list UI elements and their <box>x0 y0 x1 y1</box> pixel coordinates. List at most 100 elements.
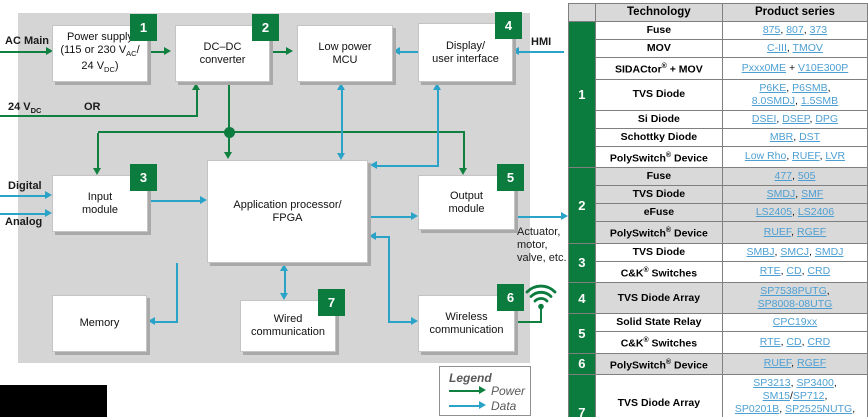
power-line-24v <box>196 90 198 117</box>
product-link[interactable]: SMDJ <box>766 188 796 200</box>
product-link[interactable]: 477 <box>774 170 793 182</box>
product-series-cell: C-III, TMOV <box>721 39 868 58</box>
product-link[interactable]: V10E300P <box>798 61 849 74</box>
technology-cell: MOV <box>594 39 723 58</box>
power-line <box>463 133 465 168</box>
product-link[interactable]: 875 <box>762 24 781 36</box>
arrowhead <box>192 83 200 90</box>
data-line-memory <box>155 321 178 323</box>
product-link[interactable]: CD <box>786 265 802 278</box>
product-link[interactable]: 8.0SMDJ <box>751 94 795 107</box>
arrowhead <box>46 47 53 55</box>
product-link[interactable]: RUEF <box>763 225 792 238</box>
product-link[interactable]: 1.5SMB <box>800 94 839 107</box>
product-series-cell: RTE, CD, CRD <box>721 331 868 354</box>
product-link[interactable]: SMDJ <box>814 245 844 258</box>
product-link[interactable]: TMOV <box>792 42 823 54</box>
product-link[interactable]: 373 <box>809 24 828 36</box>
arrowhead <box>411 212 418 220</box>
product-link[interactable]: RGEF <box>797 225 827 238</box>
group-number-cell: 3 <box>568 242 596 283</box>
product-link[interactable]: CRD <box>807 265 831 278</box>
product-link[interactable]: MBR <box>769 130 794 143</box>
product-series-cell: 477, 505 <box>721 167 868 186</box>
block-label: Display/ user interface <box>432 39 499 65</box>
product-link[interactable]: DSEI <box>751 112 777 125</box>
product-link[interactable]: DPG <box>815 112 839 125</box>
product-link[interactable]: P6SMB <box>792 81 828 94</box>
technology-cell: TVS Diode Array <box>594 374 723 417</box>
arrowhead <box>280 264 288 271</box>
technology-cell: TVS Diode <box>594 185 723 204</box>
wifi-icon <box>525 284 557 310</box>
technology-cell: C&K® Switches <box>594 331 723 354</box>
product-link[interactable]: SP3400 <box>796 377 834 389</box>
product-series-cell: P6KE, P6SMB,8.0SMDJ, 1.5SMB <box>721 78 868 111</box>
label-24vdc: 24 VDC <box>8 101 42 115</box>
product-link[interactable]: SM15 <box>762 390 790 402</box>
product-link[interactable]: RTE <box>759 265 781 278</box>
block-label: Memory <box>79 317 120 329</box>
product-link[interactable]: CRD <box>807 335 831 348</box>
product-link[interactable]: P6KE <box>759 81 787 94</box>
data-line-digital <box>0 195 45 197</box>
block-low-power-mcu: Low power MCU <box>297 25 393 82</box>
data-line-wired <box>284 270 286 294</box>
badge-3: 3 <box>130 164 157 191</box>
product-link[interactable]: Pxxx0ME <box>741 61 787 74</box>
block-dcdc-converter: 2 DC–DC converter <box>175 14 279 82</box>
product-link[interactable]: SP712 <box>792 390 825 402</box>
product-link[interactable]: RUEF <box>763 357 792 370</box>
product-series-cell: SP7538PUTG,SP8008-08UTG <box>721 282 868 314</box>
product-link[interactable]: RUEF <box>792 150 820 163</box>
product-link[interactable]: 505 <box>797 170 816 182</box>
legend-power-arrow <box>449 390 479 392</box>
product-link[interactable]: LS2405 <box>755 206 793 218</box>
product-link[interactable]: SP7538PUTG <box>760 285 827 297</box>
product-link[interactable]: SP0201B <box>734 403 780 415</box>
arrowhead <box>224 152 232 159</box>
product-series-cell: CPC19xx <box>721 313 868 332</box>
product-link[interactable]: CD <box>786 335 802 348</box>
product-link[interactable]: SMBJ <box>746 245 775 258</box>
product-link[interactable]: CPC19xx <box>772 316 818 328</box>
product-link[interactable]: DSEP <box>782 112 810 125</box>
product-link[interactable]: SMF <box>801 188 824 200</box>
product-series-cell: LS2405, LS2406 <box>721 203 868 222</box>
product-link[interactable]: DST <box>799 130 821 143</box>
product-link[interactable]: LVR <box>825 150 846 163</box>
product-link[interactable]: RTE <box>759 335 781 348</box>
product-link[interactable]: SP8008-08UTG <box>757 298 833 310</box>
arrowhead <box>93 168 101 175</box>
product-series-cell: RTE, CD, CRD <box>721 260 868 283</box>
technology-cell: Fuse <box>594 167 723 186</box>
arrowhead <box>479 386 486 394</box>
product-series-cell: SP3213, SP3400, SM15/SP712,SP0201B, SP25… <box>721 374 868 417</box>
group-number-cell: 4 <box>568 282 596 314</box>
product-link[interactable]: LS2406 <box>797 206 835 218</box>
data-line-actuator <box>515 216 561 218</box>
product-link[interactable]: C-III <box>767 42 787 54</box>
product-link[interactable]: 807 <box>786 24 804 36</box>
data-line <box>377 165 439 167</box>
arrowhead <box>393 47 400 55</box>
block-wired-communication: 7 Wired communication <box>240 289 345 352</box>
product-link[interactable]: SP3213 <box>753 377 791 389</box>
arrowhead <box>561 212 568 220</box>
product-link[interactable]: Low Rho <box>744 150 787 163</box>
product-link[interactable]: RGEF <box>797 357 827 370</box>
data-line <box>437 89 439 166</box>
product-link[interactable]: SMCJ <box>780 245 809 258</box>
group-number-cell: 7 <box>568 374 596 417</box>
power-line <box>0 51 46 53</box>
group-number-cell: 5 <box>568 313 596 354</box>
product-series-cell: Low Rho, RUEF, LVR <box>721 145 868 168</box>
product-link[interactable]: SP2525NUTG <box>785 403 853 415</box>
